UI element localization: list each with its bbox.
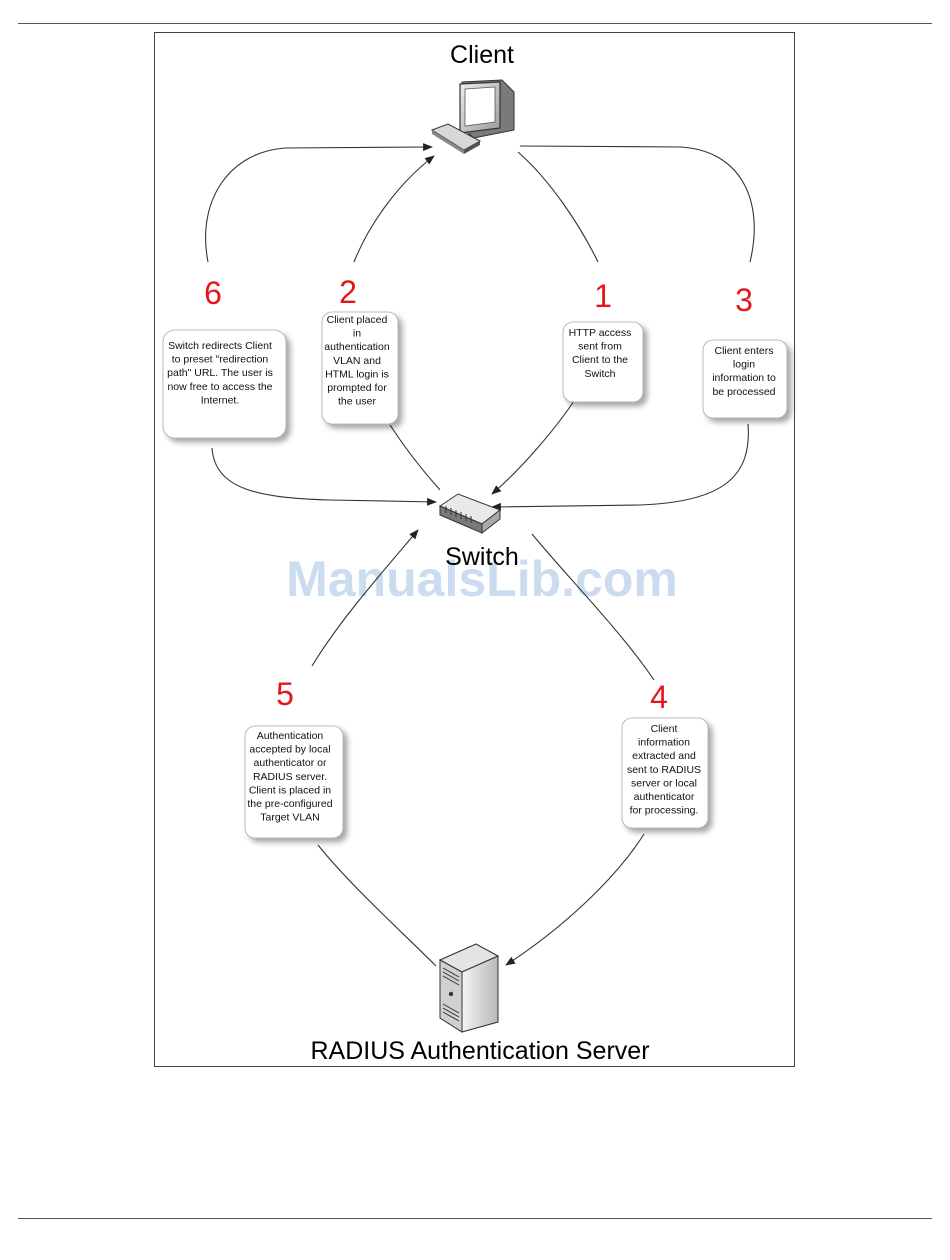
diagram-frame	[154, 32, 795, 1067]
step-text-line: authentication	[324, 341, 390, 353]
step-text-line: authenticator	[634, 791, 695, 803]
step-text-line: for processing.	[630, 805, 699, 817]
step-text-line: in	[353, 328, 361, 340]
line-client-to-step-3	[519, 145, 755, 263]
step-text-line: to preset "redirection	[172, 354, 269, 366]
arrow-step-1-to-switch	[491, 397, 577, 495]
step-text-line: Client enters	[715, 345, 774, 357]
step-text-line: RADIUS server.	[253, 771, 327, 783]
step-text-line: server or local	[631, 777, 697, 789]
step-text-line: the pre-configured	[247, 798, 332, 810]
step-text-line: be processed	[712, 386, 775, 398]
step-text-line: sent from	[578, 341, 622, 353]
step-text-line: Switch	[585, 368, 616, 380]
arrow-step-5-to-switch	[311, 529, 419, 667]
step-text-line: login	[733, 359, 755, 371]
arrow-step-6-to-client	[205, 143, 433, 263]
step-text-line: sent to RADIUS	[627, 764, 701, 776]
step-text-line: Client placed	[327, 314, 388, 326]
step-text-line: Authentication	[257, 730, 324, 742]
note-card-5	[244, 725, 344, 839]
connector-lines	[205, 143, 755, 967]
step-text-line: the user	[338, 396, 376, 408]
server-label: RADIUS Authentication Server	[310, 1037, 649, 1065]
step-number-1: 1	[594, 278, 612, 314]
arrow-step-4-to-server	[505, 833, 645, 966]
note-card-3	[702, 339, 788, 419]
step-text-line: information to	[712, 372, 776, 384]
step-text-line: HTML login is	[325, 368, 389, 380]
step-text-line: Client	[651, 723, 678, 735]
step-text-line: VLAN and	[333, 355, 381, 367]
note-card-4	[621, 717, 709, 829]
step-text-line: Switch redirects Client	[168, 340, 272, 352]
step-text-line: HTTP access	[569, 327, 632, 339]
step-text-line: prompted for	[327, 382, 387, 394]
step-number-3: 3	[735, 282, 753, 318]
server-icon	[438, 943, 500, 1033]
header-rule	[18, 23, 932, 24]
arrow-step-3-to-switch	[491, 423, 749, 511]
step-number-5: 5	[276, 676, 294, 712]
switch-icon	[438, 493, 502, 535]
step-text-line: Client is placed in	[249, 784, 331, 796]
watermark-text: ManualsLib.com	[286, 551, 678, 607]
note-cards	[162, 311, 788, 839]
step-text-line: path" URL. The user is	[167, 367, 273, 379]
step-text-line: authenticator or	[254, 757, 327, 769]
line-server-to-step-5	[317, 844, 437, 967]
step-text-line: Client to the	[572, 354, 628, 366]
step-number-6: 6	[204, 275, 222, 311]
note-card-2	[321, 311, 399, 425]
line-client-to-step-1	[517, 151, 599, 263]
step-text-line: now free to access the	[167, 381, 272, 393]
step-number-4: 4	[650, 679, 668, 715]
step-text-line: Target VLAN	[260, 812, 320, 824]
switch-label: Switch	[445, 543, 519, 571]
step-text-line: extracted and	[632, 750, 696, 762]
note-card-6	[162, 329, 287, 439]
footer-rule	[18, 1218, 932, 1219]
client-label: Client	[450, 41, 514, 69]
step-text-line: Internet.	[201, 394, 240, 406]
step-text-line: information	[638, 737, 690, 749]
note-card-1	[562, 321, 644, 403]
step-text-line: accepted by local	[249, 744, 330, 756]
step-text-6: Switch redirects Client to preset "redire…	[167, 340, 273, 406]
step-number-2: 2	[339, 274, 357, 310]
arrow-step-6-from-switch	[211, 447, 437, 506]
line-switch-to-step-4	[531, 533, 655, 681]
arrow-step-2-to-client	[353, 155, 435, 263]
client-computer-icon	[430, 79, 515, 154]
line-step-2-switch	[389, 424, 441, 491]
